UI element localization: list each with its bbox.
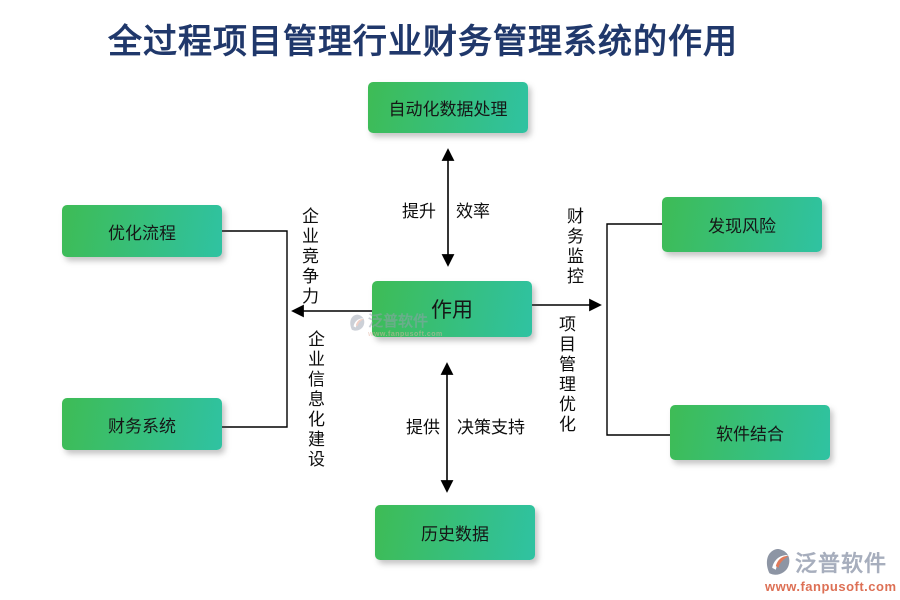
- node-optimize-process: 优化流程: [62, 205, 222, 257]
- brand-name: 泛普软件: [795, 551, 888, 576]
- page-title: 全过程项目管理行业财务管理系统的作用: [108, 23, 738, 61]
- edge-label-enterprise-informatization: 企业信息化建设: [305, 330, 324, 470]
- edge-label-financial-supervision: 财务监控: [564, 207, 583, 287]
- brand-logo-icon: [766, 548, 790, 575]
- edge-label-decision-support: 决策支持: [457, 418, 525, 437]
- edge-label-enterprise-competitiveness: 企业竞争力: [299, 207, 318, 307]
- brand-url: www.fanpusoft.com: [765, 579, 897, 594]
- node-software-integration: 软件结合: [670, 405, 830, 460]
- edge-label-efficiency: 效率: [456, 202, 490, 221]
- bracket-right: [606, 223, 670, 436]
- edge-label-project-management-optimization: 项目管理优化: [556, 315, 575, 435]
- edge-label-provide: 提供: [406, 418, 440, 437]
- brand-logo: 泛普软件 www.fanpusoft.com: [765, 546, 897, 594]
- edge-label-improve: 提升: [402, 202, 436, 221]
- node-auto-data-processing: 自动化数据处理: [368, 82, 528, 133]
- node-find-risk: 发现风险: [662, 197, 822, 252]
- node-history-data: 历史数据: [375, 505, 535, 560]
- node-effect-center: 作用: [372, 281, 532, 337]
- node-finance-system: 财务系统: [62, 398, 222, 450]
- bracket-left: [222, 230, 288, 428]
